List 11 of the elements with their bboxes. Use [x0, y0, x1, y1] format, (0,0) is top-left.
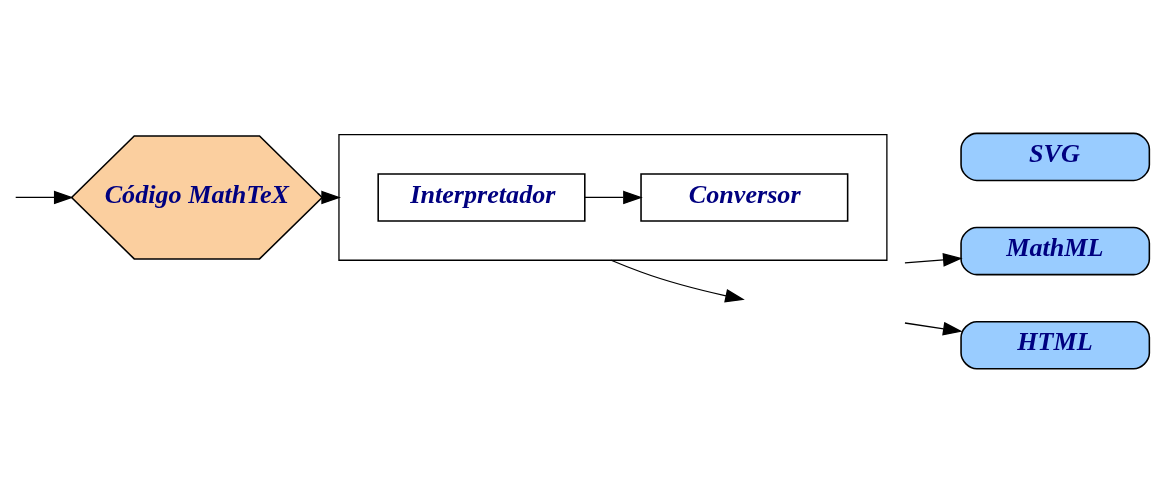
- node-box: SVG: [960, 132, 1151, 182]
- arrow: [904, 253, 963, 267]
- cluster: [338, 134, 888, 261]
- arrow: [610, 259, 745, 303]
- arrow: [904, 321, 963, 336]
- node-box: Conversor: [640, 173, 849, 222]
- arrow: [584, 190, 643, 205]
- arrow: [15, 190, 74, 205]
- node-box: Interpretador: [377, 173, 586, 222]
- node-box: HTML: [960, 320, 1151, 370]
- node-box: MathML: [960, 226, 1151, 276]
